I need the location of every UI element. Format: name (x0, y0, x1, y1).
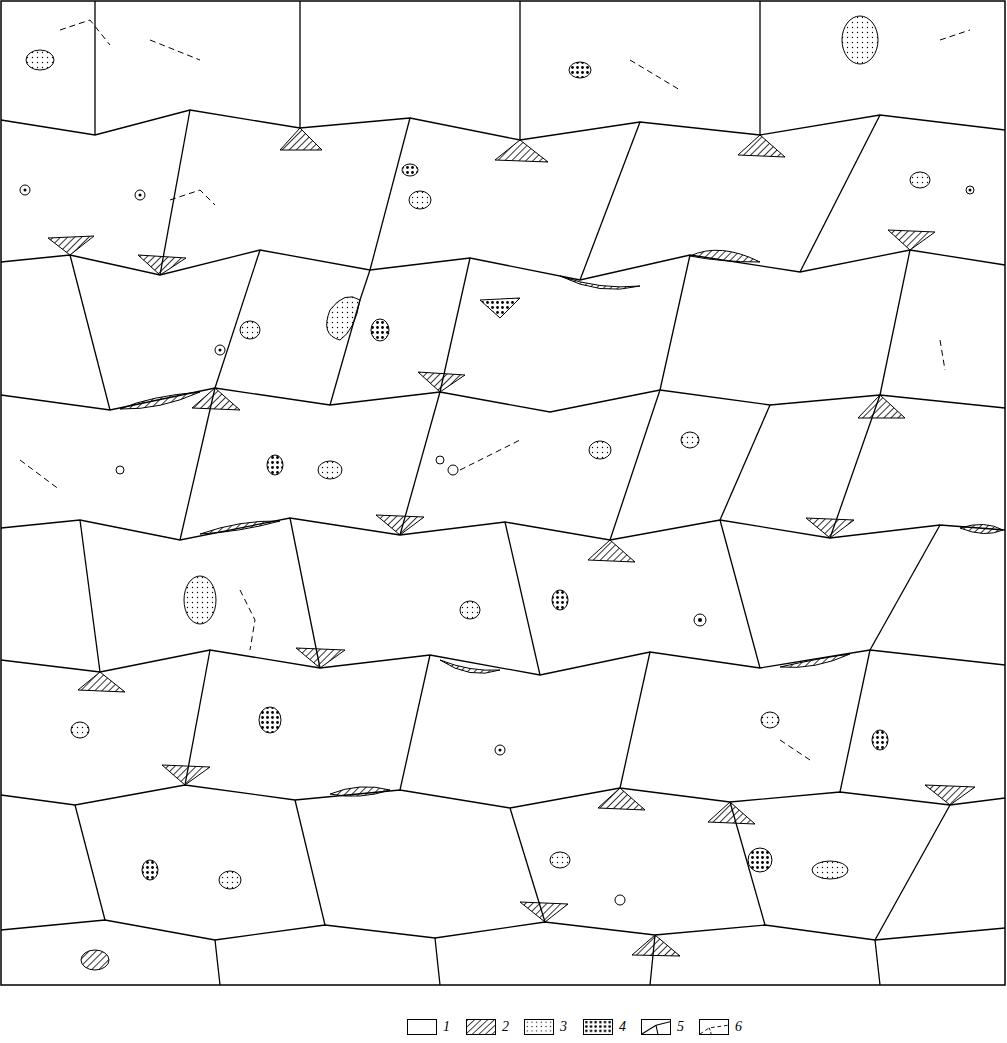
legend-sample (642, 1020, 670, 1034)
legend-sample (700, 1020, 728, 1034)
legend-swatch (641, 1019, 671, 1035)
legend-swatch (466, 1019, 496, 1035)
legend-sample (525, 1020, 553, 1034)
frame (1, 1, 1005, 985)
legend-sample (584, 1020, 612, 1034)
microstructure-drawing (0, 0, 1007, 1014)
legend-swatch (699, 1019, 729, 1035)
dashed-boundaries (20, 20, 970, 760)
legend-number: 1 (443, 1018, 450, 1036)
grain-boundaries (1, 1, 1005, 985)
dotted-inclusions (26, 16, 930, 889)
legend: 1 2 3 4 5 6 (0, 1014, 1007, 1040)
legend-number: 4 (619, 1018, 626, 1036)
legend-sample (467, 1020, 495, 1034)
legend-number: 2 (502, 1018, 509, 1036)
legend-swatch (407, 1019, 437, 1035)
small-inclusions (20, 185, 974, 905)
legend-number: 5 (677, 1018, 684, 1036)
legend-swatch (524, 1019, 554, 1035)
inclusion-dots (24, 189, 972, 752)
dense-dot-inclusions (142, 62, 888, 880)
legend-number: 6 (735, 1018, 742, 1036)
legend-number: 3 (560, 1018, 567, 1036)
legend-swatch (583, 1019, 613, 1035)
hatched-phase (48, 128, 1003, 970)
